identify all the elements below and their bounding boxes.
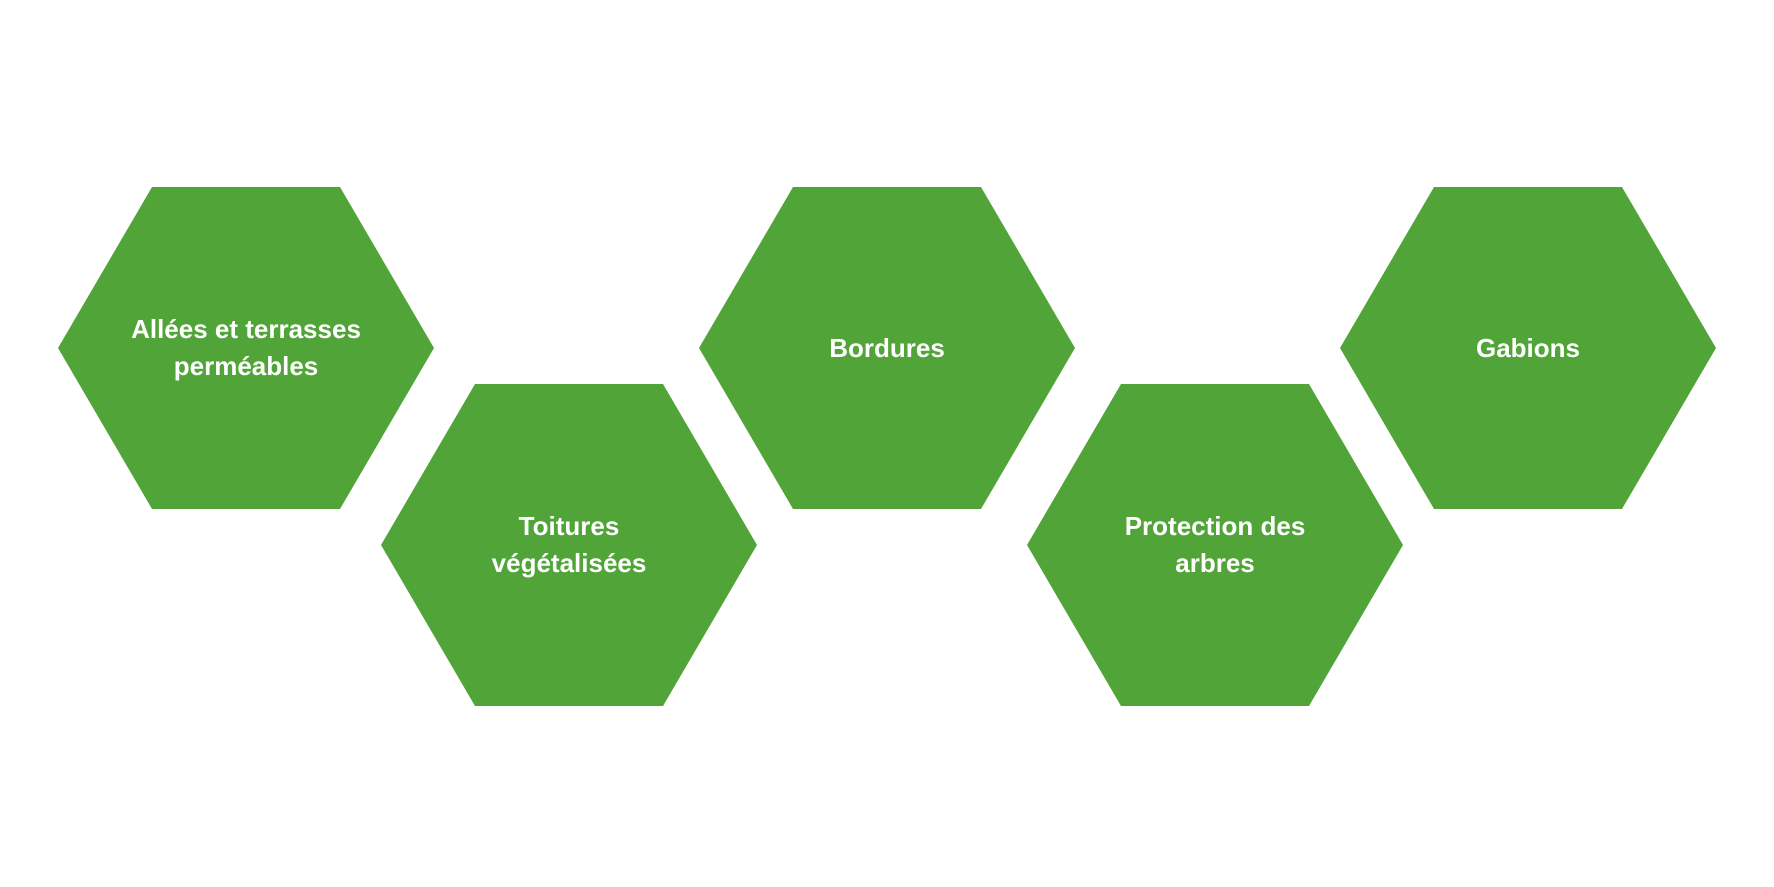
hexagon-shape [381, 384, 757, 706]
hexagon-allees-terrasses: Allées et terrasses perméables [58, 187, 434, 509]
hexagon-shape [1027, 384, 1403, 706]
hexagon-toitures: Toitures végétalisées [381, 384, 757, 706]
hexagon-protection-arbres: Protection des arbres [1027, 384, 1403, 706]
hexagon-bordures: Bordures [699, 187, 1075, 509]
hexagon-shape [58, 187, 434, 509]
hexagon-gabions: Gabions [1340, 187, 1716, 509]
hexagon-shape [699, 187, 1075, 509]
hexagon-label: Toitures végétalisées [491, 511, 647, 578]
hexagon-label: Protection des arbres [1124, 511, 1306, 578]
hexagon-shape [1340, 187, 1716, 509]
hexagon-label: Allées et terrasses perméables [131, 314, 361, 381]
hexagon-label: Gabions [1475, 332, 1580, 363]
hexagon-label: Bordures [829, 332, 945, 363]
